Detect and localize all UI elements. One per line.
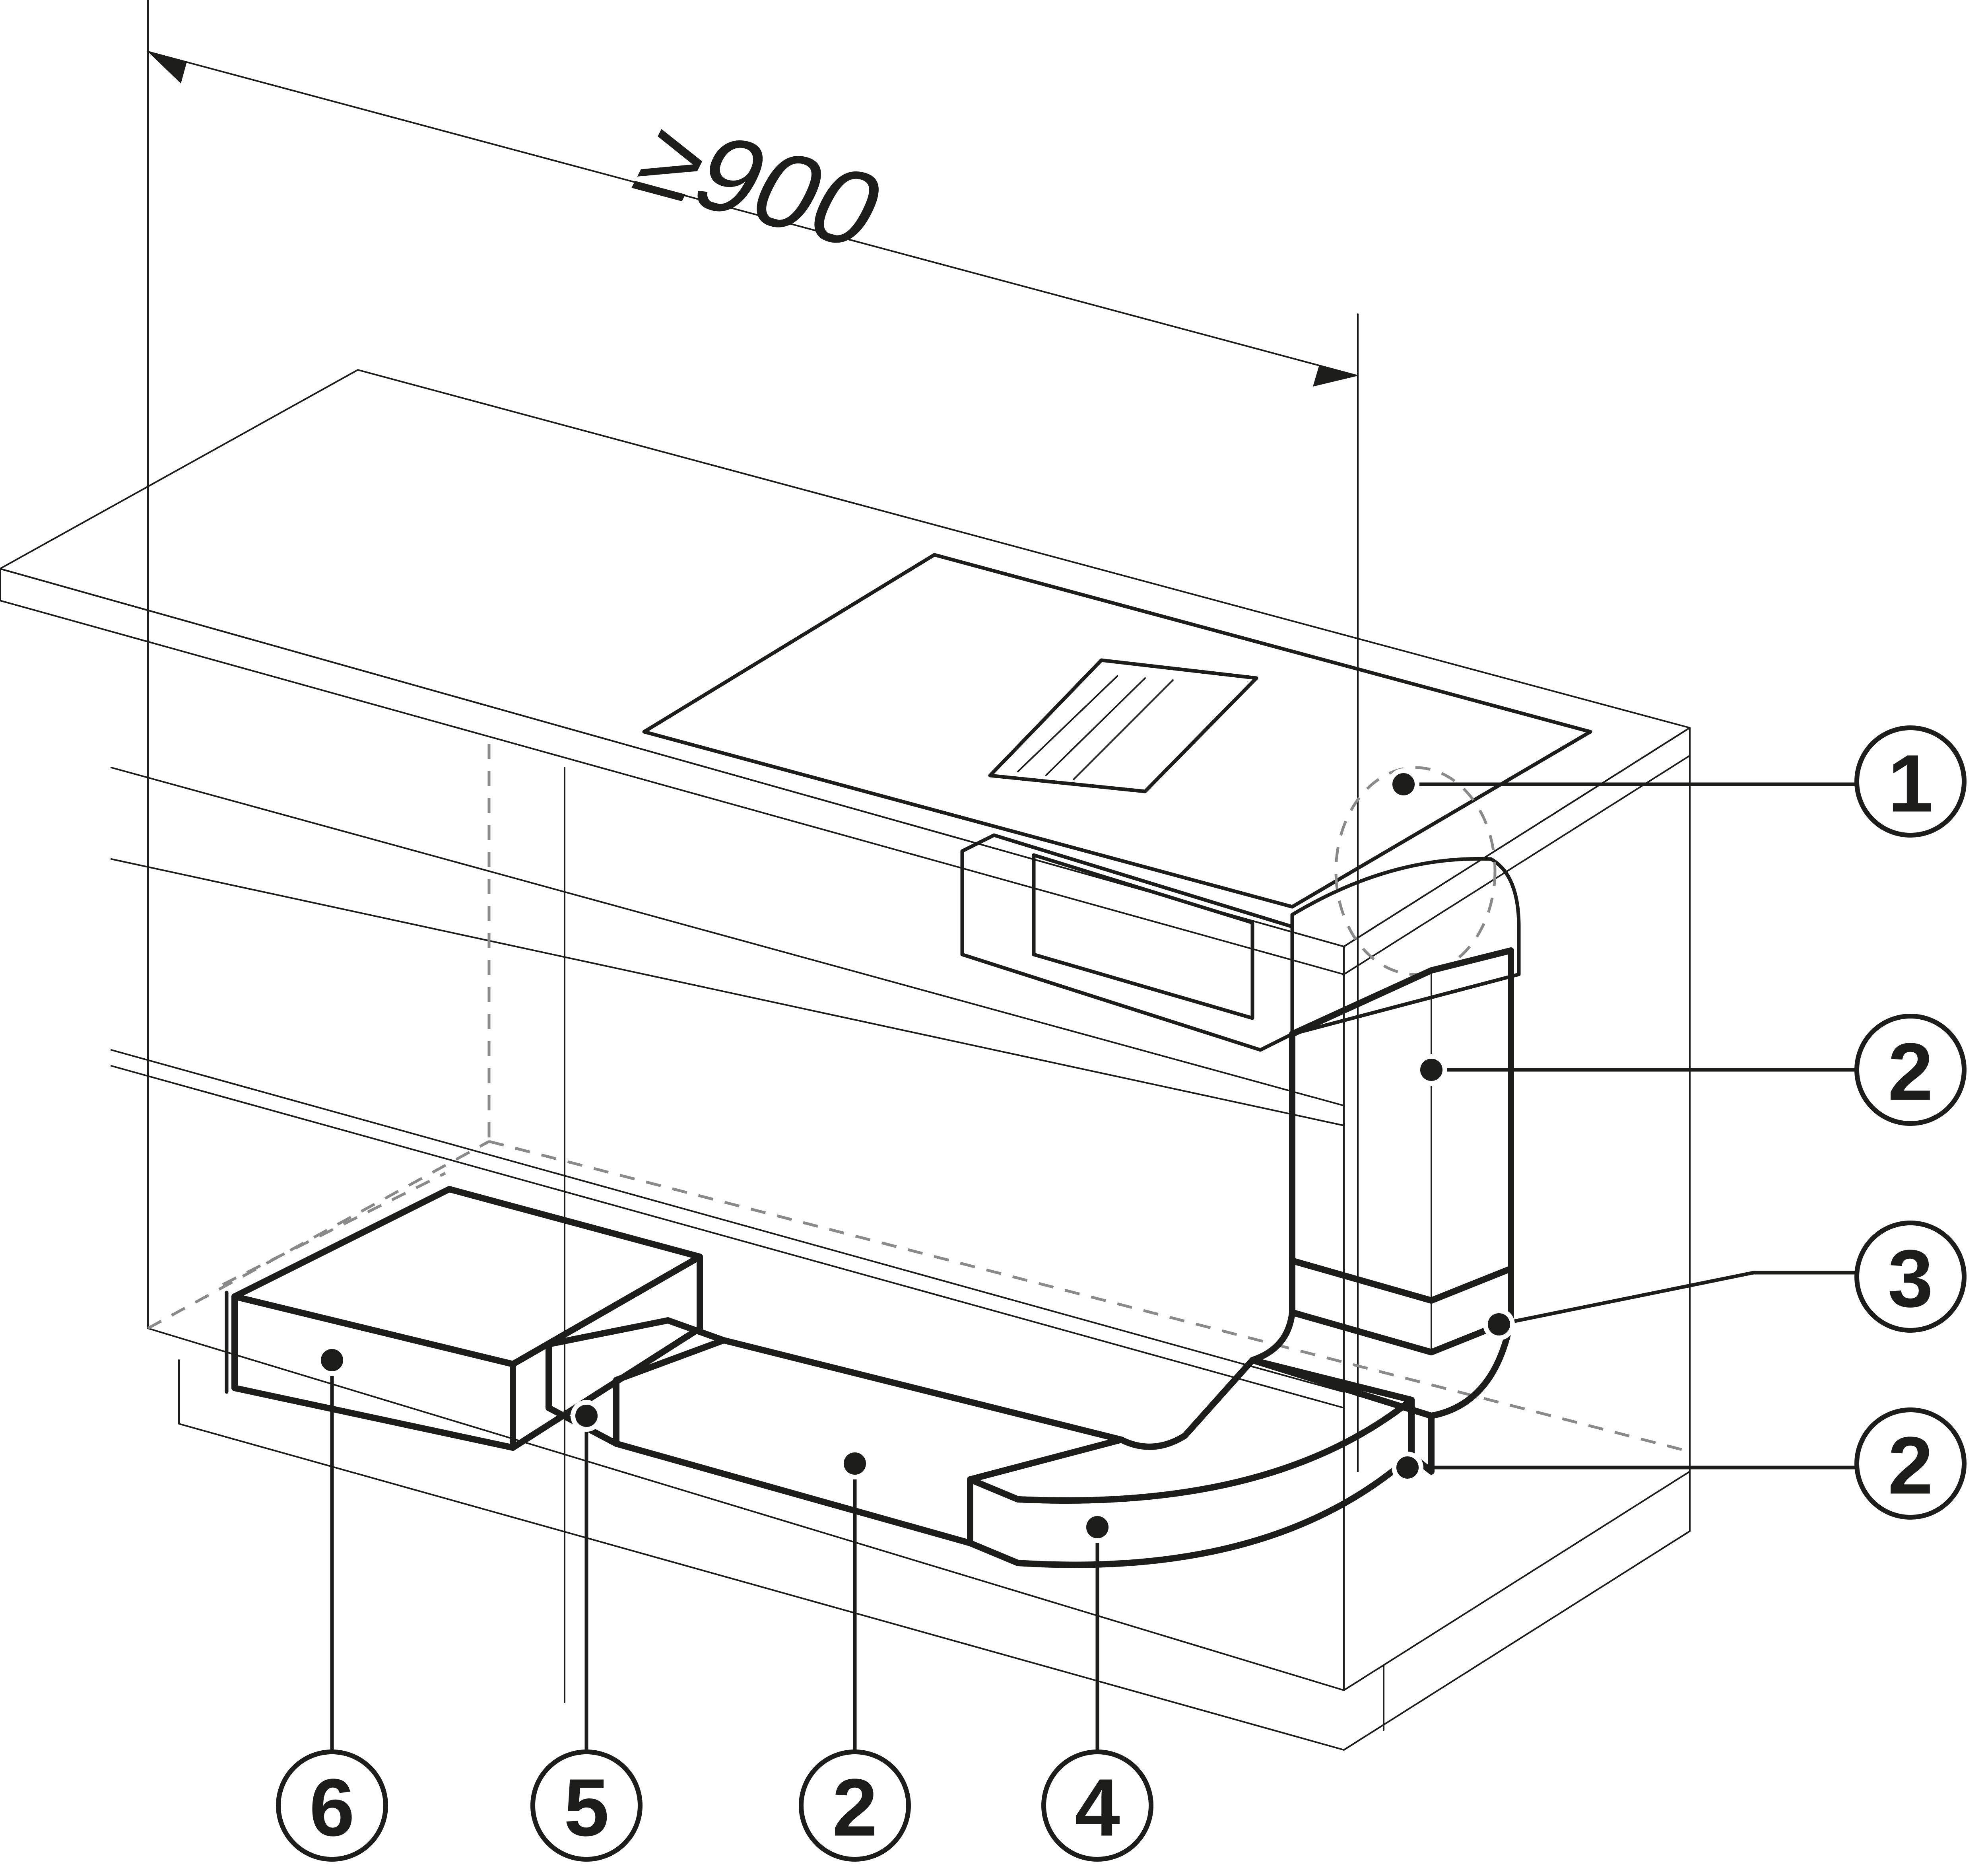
base-cabinet (111, 647, 1691, 1751)
wall-sleeve-front (231, 1293, 516, 1451)
drawer-line-1 (111, 767, 1345, 1106)
dimension-line (147, 51, 1359, 377)
callout-6: 6 (276, 1749, 388, 1862)
arrowhead-right-icon (1313, 365, 1358, 387)
leader-3 (1497, 1271, 1859, 1326)
arrowhead-left-icon (148, 52, 187, 84)
leader-dot-2a (1415, 1054, 1447, 1086)
fan-box (960, 833, 1294, 1052)
fan-hidden-outline (1334, 766, 1497, 976)
plinth (178, 1359, 1691, 1751)
vertical-bend (1249, 1309, 1514, 1419)
horizontal-flat-duct (613, 1337, 1124, 1546)
hidden-edge-3 (489, 1140, 1690, 1453)
wall-sleeve (222, 1172, 703, 1451)
vent-slat-1 (1017, 675, 1118, 772)
leader-dot-2b (1392, 1452, 1423, 1483)
callout-number: 4 (1075, 1762, 1120, 1853)
duct-connector-3 (1289, 1258, 1514, 1355)
callout-2-horizontal-duct: 2 (799, 1749, 911, 1862)
horizontal-duct-run (546, 1317, 1435, 1568)
outlet-housing (1290, 857, 1521, 1036)
cooktop-glass (642, 553, 1592, 909)
extractor-unit (960, 766, 1521, 1052)
cabinet-front-outline (147, 647, 1345, 1691)
leader-dot-3 (1483, 1308, 1515, 1340)
leader-dot-6 (316, 1344, 348, 1376)
callout-1: 1 (1854, 725, 1967, 838)
cooktop (642, 553, 1592, 909)
vent-slat-2 (1045, 677, 1146, 776)
callout-5: 5 (530, 1749, 643, 1862)
leader-dot-5 (571, 1400, 602, 1432)
callouts: 1 2 3 2 6 5 2 4 (276, 725, 1967, 1862)
leader-dot-2c (839, 1448, 871, 1479)
worktop-front-edge (0, 568, 1345, 975)
callout-4: 4 (1041, 1749, 1153, 1862)
callout-3: 3 (1854, 1221, 1967, 1333)
callout-2-vertical-duct: 2 (1854, 1014, 1967, 1126)
callout-number: 2 (832, 1762, 878, 1853)
callout-number: 6 (309, 1762, 355, 1853)
worktop-side-edge (1343, 727, 1691, 975)
vertical-duct (1289, 947, 1514, 1355)
leader-lines (316, 768, 1859, 1752)
drawer-line-4 (111, 1065, 1345, 1409)
hidden-edge-2 (147, 1140, 490, 1330)
wall-sleeve-hidden-edge (222, 1172, 446, 1286)
callout-number: 1 (1888, 738, 1933, 829)
callout-number: 2 (1888, 1420, 1933, 1511)
callout-number: 5 (564, 1762, 609, 1853)
bend-top-face (967, 1357, 1415, 1504)
downdraft-vent (988, 658, 1258, 793)
dimension-label: ≥900 (617, 99, 903, 270)
motor-cover (1032, 853, 1254, 1020)
callout-number: 2 (1888, 1026, 1933, 1118)
callout-2-bend-connector: 2 (1854, 1407, 1967, 1520)
vertical-flat-duct (1289, 947, 1514, 1304)
drawer-line-2 (111, 858, 1345, 1126)
worktop (0, 369, 1691, 975)
vent-slat-3 (1073, 679, 1174, 780)
leader-dot-1 (1388, 768, 1419, 800)
callout-number: 3 (1888, 1233, 1933, 1324)
wall-sleeve-side (510, 1254, 703, 1451)
drawer-line-3 (111, 1049, 1345, 1393)
wall-sleeve-top (231, 1186, 703, 1367)
leader-dot-4 (1081, 1511, 1113, 1543)
